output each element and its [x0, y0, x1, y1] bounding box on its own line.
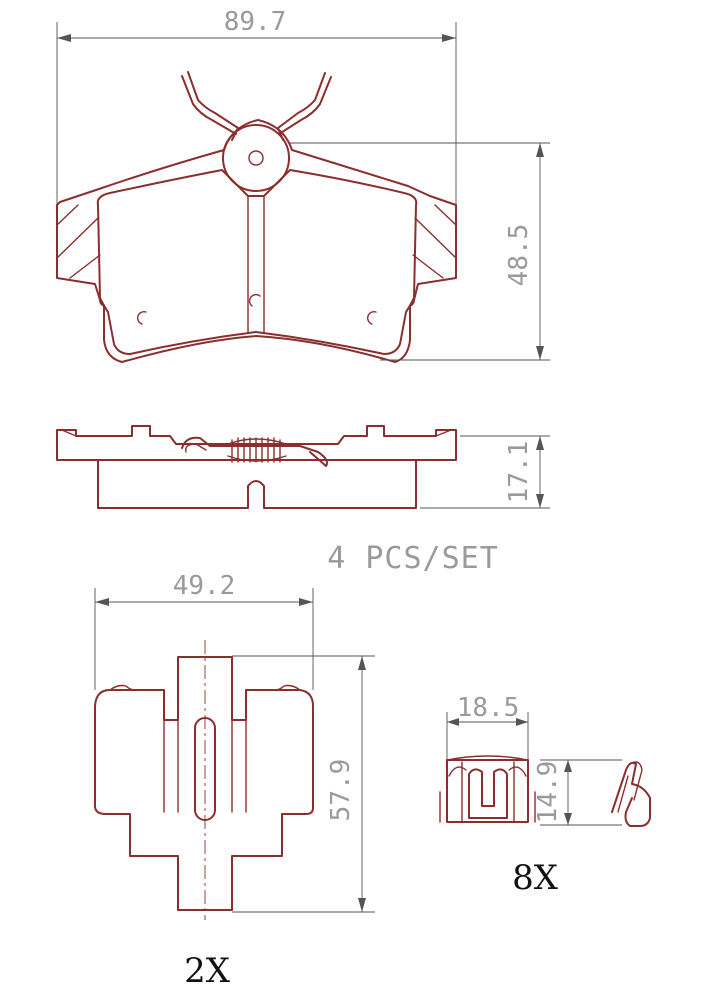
clip-width-dimension: 18.5 — [446, 693, 529, 760]
side-plate-chamfer-left — [61, 429, 77, 437]
pad-width-dimension: 89.7 — [56, 7, 457, 205]
brake-pad-front-view — [56, 71, 457, 363]
clip-height-dimension: 14.9 — [533, 759, 622, 826]
shim-inner-line-right — [231, 689, 247, 813]
pad-width-label: 89.7 — [224, 7, 287, 37]
side-spring-hook — [185, 443, 207, 453]
backing-plate-outline — [56, 119, 457, 363]
abutment-clip-side — [611, 761, 651, 827]
clip-front-inner — [461, 761, 515, 823]
hub-boss-outer — [222, 124, 290, 192]
shim-plate — [94, 640, 314, 920]
clip-front-curl-right — [508, 766, 527, 777]
friction-slot — [247, 195, 265, 333]
wear-indicator-center — [248, 293, 261, 307]
hub-boss-inner — [248, 150, 264, 166]
spring-clip-arm-right — [277, 72, 326, 141]
friction-material-outline — [96, 169, 418, 355]
shim-ear-right — [273, 684, 301, 691]
wear-indicator-right — [366, 310, 377, 325]
pad-height-dimension: 48.5 — [290, 142, 550, 361]
set-count-label: 4 PCS/SET — [327, 541, 499, 576]
abutment-clip-front — [439, 755, 536, 823]
side-spring-coil-wrap — [227, 438, 287, 462]
side-plate-chamfer-right — [435, 429, 452, 437]
shim-ear-left — [109, 684, 137, 691]
side-spring-coil — [231, 437, 281, 463]
clip-front-outline — [446, 759, 529, 823]
clip-quantity-label: 8X — [512, 858, 559, 898]
clip-front-legs — [439, 791, 536, 823]
shim-outline — [94, 656, 314, 911]
shim-inner-line-left — [163, 689, 179, 813]
pad-thickness-label: 17.1 — [504, 441, 534, 504]
clip-side-body — [611, 761, 651, 827]
clip-side-spring — [629, 761, 643, 801]
clip-front-tab — [468, 768, 508, 819]
shim-quantity-label: 2X — [184, 951, 231, 991]
shim-width-label: 49.2 — [173, 571, 236, 601]
shim-height-dimension: 57.9 — [232, 655, 375, 913]
clip-height-label: 14.9 — [533, 761, 563, 824]
left-ear-detail — [56, 204, 101, 279]
shim-width-dimension: 49.2 — [94, 571, 314, 690]
shim-height-label: 57.9 — [326, 759, 356, 822]
right-ear-detail — [412, 204, 457, 279]
clip-front-top-cap — [446, 755, 529, 761]
side-spring-wire — [181, 436, 328, 467]
clip-side-inner — [617, 775, 629, 813]
spring-clip-arm-left — [187, 71, 239, 141]
spring-clip-arm-left-inner — [181, 75, 237, 135]
clip-front-curl-left — [448, 766, 467, 777]
clip-width-label: 18.5 — [457, 693, 520, 723]
brake-pad-side-view — [56, 425, 457, 509]
side-friction-block — [97, 459, 417, 509]
wear-indicator-left — [136, 310, 147, 325]
pad-height-label: 48.5 — [504, 224, 534, 287]
spring-clip-arm-right-inner — [278, 76, 332, 135]
pad-thickness-dimension: 17.1 — [420, 435, 550, 509]
